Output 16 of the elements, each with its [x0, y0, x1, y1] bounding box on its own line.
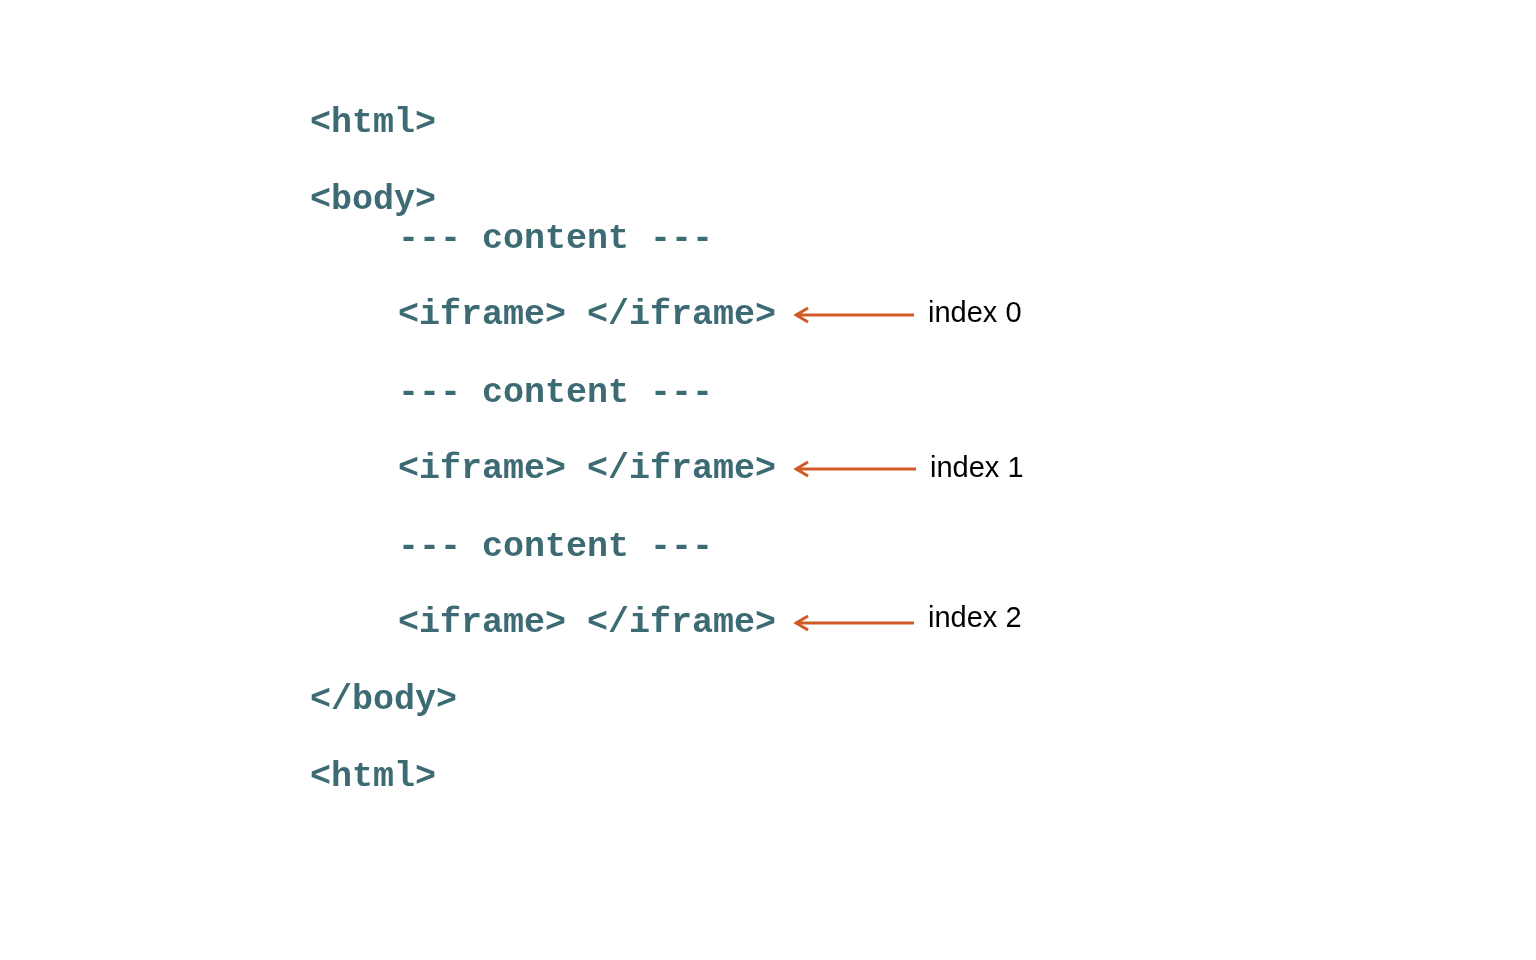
code-line: <html>: [310, 757, 437, 797]
code-line: <iframe> </iframe>: [398, 449, 797, 489]
code-line: --- content ---: [398, 219, 714, 259]
arrow: [794, 614, 914, 632]
code-line: <iframe> </iframe>: [398, 295, 797, 335]
code-line: --- content ---: [398, 527, 714, 567]
arrow: [794, 306, 914, 324]
code-line: <iframe> </iframe>: [398, 603, 797, 643]
code-line: --- content ---: [398, 373, 714, 413]
index-label: index 2: [914, 600, 1022, 634]
code-line: </body>: [310, 680, 458, 720]
code-line: <body>: [310, 180, 437, 220]
arrow: [794, 460, 916, 478]
index-label: index 1: [916, 450, 1024, 484]
code-line: <html>: [310, 103, 437, 143]
index-label: index 0: [914, 295, 1022, 329]
